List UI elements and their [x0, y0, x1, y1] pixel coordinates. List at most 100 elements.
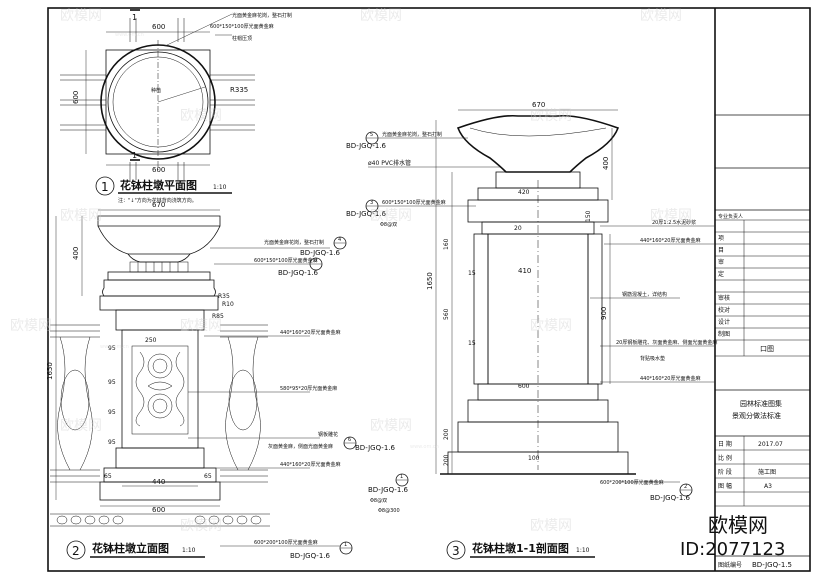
sec-dim-200a: 200 [443, 428, 450, 440]
sec-ref-top: BD-JGQ-1.6 [346, 142, 387, 150]
tb-row-7: 设计 [718, 318, 730, 326]
sec-note-top: 光面黄金麻花岗，整石打制 [382, 131, 442, 138]
tb-size-value: A3 [764, 483, 772, 490]
elev-callout-top: 光面黄金麻花岗，整石打制 [264, 239, 324, 246]
tb-drawing-no-value: BD-JGQ-1.5 [752, 561, 792, 569]
sec-title-number: 3 [452, 544, 460, 558]
sec-note-440b: 440*160*20厚光面黄金麻 [640, 375, 700, 382]
tb-size-label: 图 幅 [718, 482, 732, 490]
elev-bubble-d: 1 [344, 542, 347, 548]
watermark-brand-large: 欧模网 [708, 513, 768, 537]
sec-dim-15b: 15 [468, 340, 476, 347]
watermark-brand-12: 欧模网 [60, 418, 102, 434]
tb-date-label: 日 期 [718, 440, 732, 448]
watermark-brand-3: 欧模网 [640, 8, 682, 24]
watermark-brand-8: 欧模网 [650, 208, 692, 224]
tb-date-value: 2017.07 [758, 441, 783, 448]
sec-dim-200b: 200 [443, 454, 450, 466]
sec-dim-400: 400 [602, 157, 610, 170]
sec-scale: 1:10 [576, 547, 590, 554]
plan-scale: 1:10 [213, 184, 227, 191]
elev-callout-1: 600*150*100厚光面黄金麻 [254, 257, 318, 264]
elev-dim-670: 670 [152, 201, 165, 209]
elev-ref-c: BD-JGQ-1.6 [355, 444, 396, 452]
sec-title: 花钵柱墩1-1剖面图 [472, 541, 569, 555]
sec-dim-150: 150 [585, 210, 592, 222]
plan-title-number: 1 [101, 180, 109, 194]
plan-radius: R335 [230, 86, 248, 94]
sec-dim-100: 100 [528, 455, 540, 462]
sec-dim-15a: 15 [468, 270, 476, 277]
sec-bubble-bot: 1 [400, 474, 403, 480]
elev-callout-2: 440*160*20厚光面黄金麻 [280, 329, 340, 336]
sec-note-cap: 600*150*100厚光面黄金麻 [382, 199, 446, 206]
watermark-brand-1: 欧模网 [60, 8, 102, 24]
tb-drawing-no-label: 图纸编号 [718, 561, 742, 569]
tb-row-0: 专业负责人 [718, 213, 743, 220]
watermark-brand-6: 欧模网 [60, 208, 102, 224]
plan-footnote: 注："↓"方向为花钵背向浇筑方向。 [118, 197, 197, 204]
sec-ref-top2: BD-JGQ-1.6 [346, 210, 387, 218]
watermark-brand-9: 欧模网 [10, 318, 52, 334]
watermark-url-2: www.om.cn [400, 134, 429, 140]
tb-row-1: 项 [718, 235, 724, 242]
sec-dim-160: 160 [443, 238, 450, 250]
elev-ref-d: BD-JGQ-1.6 [290, 552, 331, 560]
sec-note-face2: 背贴吸水垫 [640, 355, 665, 362]
tb-phase-value: 施工图 [758, 468, 776, 476]
watermark-layer: 欧模网 欧模网 欧模网 欧模网 欧模网 欧模网 欧模网 欧模网 欧模网 欧模网 … [10, 8, 692, 534]
sec-bubble-top: 5 [370, 132, 373, 138]
tb-drawing-name-2: 景观分做法标准 [732, 411, 781, 420]
sec-note-440a: 440*160*20厚光面黄金麻 [640, 237, 700, 244]
plan-title: 花钵柱墩平面图 [120, 178, 197, 192]
plan-center-label: 种植 [151, 87, 161, 94]
watermark-brand-7: 欧模网 [370, 208, 412, 224]
tb-scale-label: 比 例 [718, 454, 732, 462]
tb-row-4: 定 [718, 270, 724, 278]
sec-ref-bot2: BD-JGQ-1.6 [650, 494, 691, 502]
tb-stamp: 口图 [760, 345, 774, 353]
watermark-url-1: www.om.cn [115, 32, 144, 38]
decorative-panel [135, 351, 185, 427]
watermark-url-3: www.om.cn [100, 344, 129, 350]
sec-note-20: 20厚1:2.5水泥砂浆 [652, 219, 696, 226]
elev-callout-4: 钢板雕花 [318, 431, 338, 438]
plan-note-1: 光面黄金麻花岗，整石打制 [232, 12, 292, 19]
plan-view: 种植 光面黄金麻花岗，整石打制 600*150*100厚光面黄金麻 柱帽压顶 R… [60, 9, 292, 204]
sec-note-rebar: Φ8@双 [380, 222, 397, 228]
tb-row-3: 审 [718, 258, 724, 266]
sec-dim-900: 900 [600, 307, 608, 320]
sec-ref-bot: BD-JGQ-1.6 [368, 486, 409, 494]
sec-note-rebar2: Φ8@双 [370, 498, 387, 504]
sec-dim-670: 670 [532, 101, 545, 109]
tb-phase-label: 阶 段 [718, 468, 732, 476]
elev-callout-3: 580*95*20厚光面黄金麻 [280, 385, 337, 392]
sec-note-face: 20厚钢板雕花、灰面黄金麻、侧面光面黄金麻 [616, 339, 717, 346]
section-mark-top: 1 [132, 13, 137, 22]
watermark-brand-11: 欧模网 [530, 318, 572, 334]
sec-bubble-bot2: 2 [684, 484, 687, 490]
elev-bubble-c: 6 [348, 437, 351, 443]
elev-bubble-b: 3 [314, 258, 317, 264]
elev-bubble-a: 4 [338, 237, 341, 243]
watermark-id: ID:2077123 [680, 539, 785, 560]
elev-ref-a: BD-JGQ-1.6 [300, 249, 341, 257]
elev-dim-400: 400 [72, 247, 80, 260]
elev-title-number: 2 [72, 544, 80, 558]
elev-dim-65b: 65 [204, 473, 212, 480]
elev-dim-65a: 65 [104, 473, 112, 480]
elev-title: 花钵柱墩立面图 [92, 541, 169, 555]
title-block: 专业负责人 项 目 审 定 审核 校对 设计 制图 口图 园林标准图集 景观分做… [715, 114, 810, 569]
elev-callout-5: 灰面黄金麻，侧面光面黄金麻 [268, 443, 333, 450]
plan-note-2: 600*150*100厚光面黄金麻 [210, 23, 274, 30]
elev-dim-1650: 1650 [46, 362, 54, 380]
plan-dim-bottom: 600 [152, 166, 165, 174]
sec-dim-20: 20 [514, 225, 522, 232]
plan-dim-top: 600 [152, 23, 165, 31]
elev-dim-440: 440 [152, 478, 165, 486]
elev-scale: 1:10 [182, 547, 196, 554]
sec-note-base: 600*200*100厚光面黄金麻 [600, 479, 664, 486]
elev-dim-600: 600 [152, 506, 165, 514]
elev-dim-95b: 95 [108, 379, 116, 386]
